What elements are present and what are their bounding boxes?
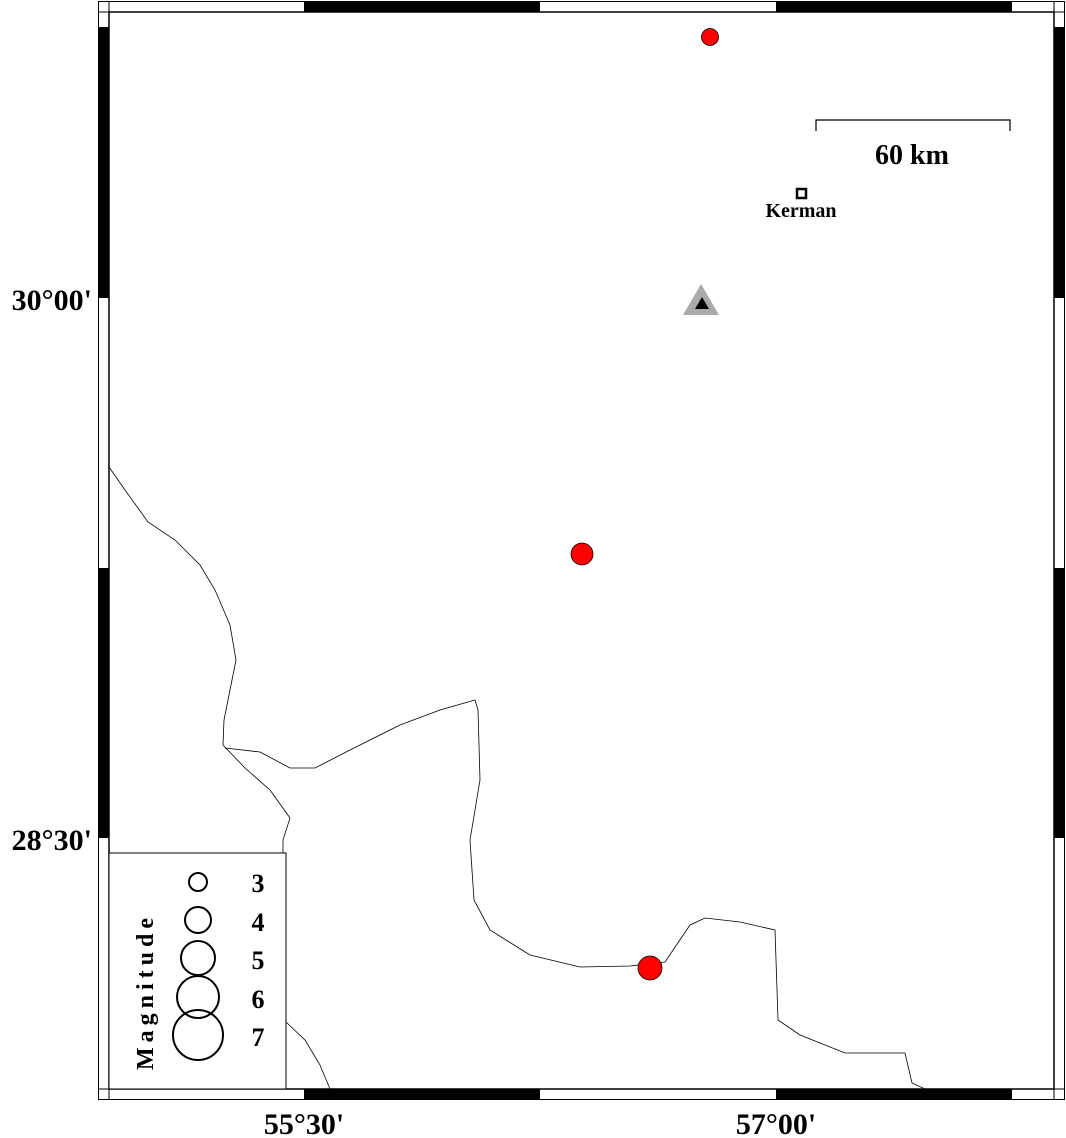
lon-label: 57°00' (736, 1108, 816, 1138)
legend-label: 4 (252, 908, 265, 937)
coastline (108, 466, 926, 1090)
legend-label: 7 (252, 1023, 265, 1052)
legend-label: 6 (252, 985, 265, 1014)
legend-label: 5 (252, 946, 265, 975)
earthquake-events (570, 28, 719, 981)
lon-label: 55°30' (264, 1108, 344, 1138)
city-label: Kerman (765, 200, 836, 222)
legend-circle-icon (184, 906, 212, 934)
scale-bar: 60 km (815, 119, 1011, 171)
event-marker[interactable] (701, 28, 719, 46)
legend-title: Magnitude (133, 913, 159, 1070)
lat-label: 30°00' (12, 284, 92, 317)
event-marker[interactable] (570, 542, 594, 566)
scale-bar-label: 60 km (875, 140, 949, 171)
legend-circle-icon (176, 975, 220, 1019)
lat-label: 28°30' (12, 824, 92, 857)
map-frame (98, 1, 1065, 1100)
legend-circle-icon (172, 1009, 224, 1061)
square-city-icon (795, 187, 808, 200)
triangle-station-icon (683, 284, 719, 315)
magnitude-legend: Magnitude 3 4 5 6 7 (108, 852, 287, 1090)
event-marker[interactable] (637, 955, 663, 981)
legend-label: 3 (252, 869, 265, 898)
legend-circle-icon (188, 872, 208, 892)
